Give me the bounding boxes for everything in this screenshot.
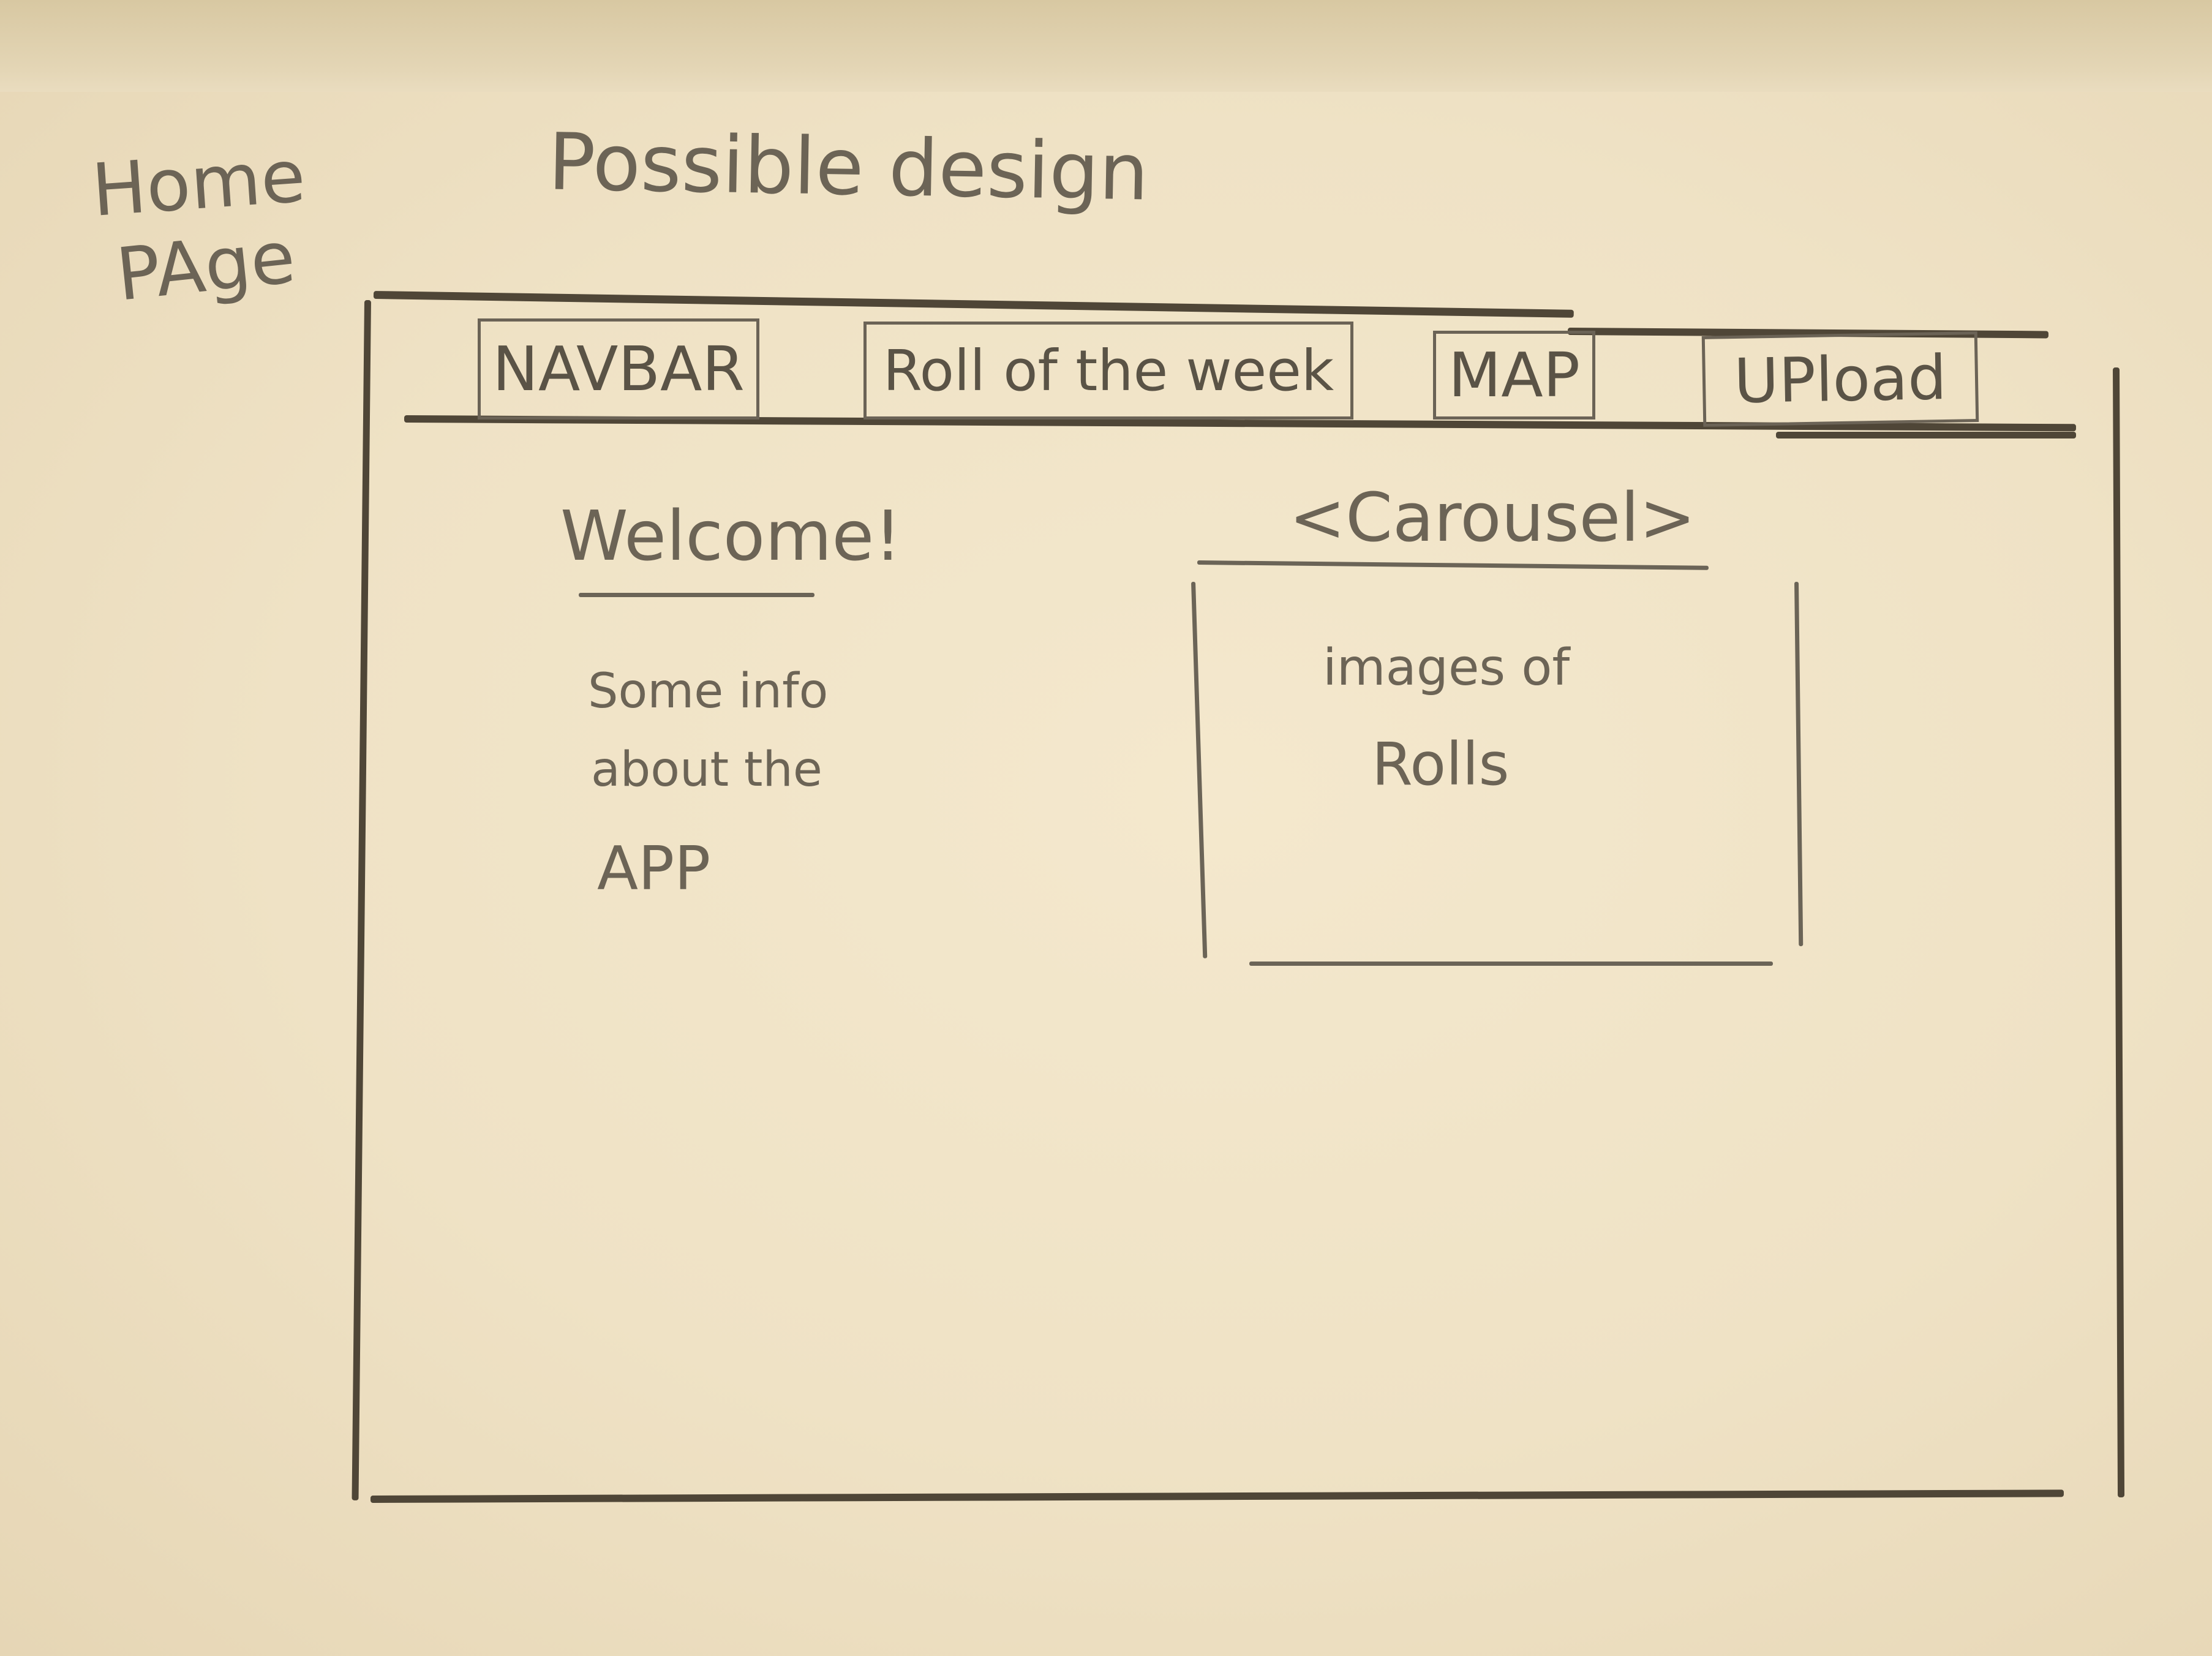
welcome-info-line2: about the [591, 742, 822, 797]
nav-item-roll-of-the-week[interactable]: Roll of the week [863, 322, 1353, 420]
nav-item-navbar[interactable]: NAVBAR [478, 318, 759, 420]
nav-item-navbar-label: NAVBAR [492, 333, 745, 405]
navbar-bottom-border-end [1776, 432, 2076, 438]
carousel-content-line2: Rolls [1372, 730, 1510, 799]
sketch-heading: Possible design [547, 116, 1149, 219]
welcome-info-line3: APP [597, 834, 711, 904]
nav-item-roll-of-the-week-label: Roll of the week [882, 337, 1334, 404]
welcome-title: Welcome! [560, 497, 902, 576]
carousel-content-line1: images of [1323, 639, 1570, 697]
welcome-info-line1: Some info [588, 664, 829, 719]
background-edge [0, 0, 2212, 101]
carousel-label: <Carousel> [1289, 478, 1696, 557]
welcome-underline [579, 593, 814, 597]
carousel-frame-bottom [1249, 962, 1773, 966]
nav-item-upload[interactable]: UPload [1701, 331, 1979, 427]
page-note-line1: Home [89, 134, 308, 233]
page-note-line2: PAge [112, 214, 299, 317]
nav-item-map-label: MAP [1448, 339, 1580, 411]
nav-item-map[interactable]: MAP [1433, 331, 1595, 420]
nav-item-upload-label: UPload [1733, 341, 1947, 417]
